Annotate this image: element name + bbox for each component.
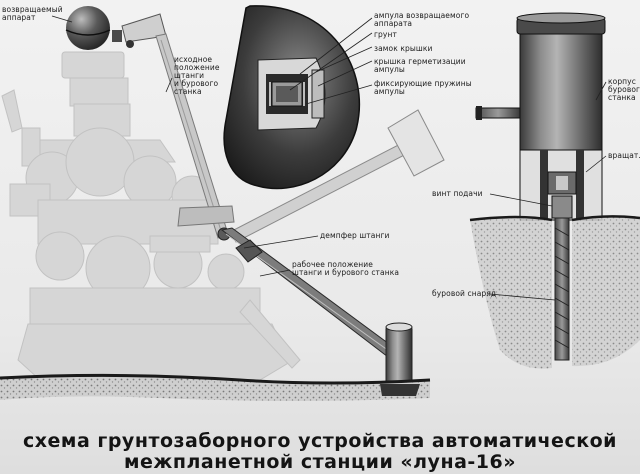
label-capsule-ampoule: ампула возвращаемого аппарата (374, 11, 470, 28)
drill-unit-drawing (475, 12, 606, 361)
label-soil: грунт (374, 30, 397, 39)
caption-line-2: межпланетной станции «луна-16» (124, 451, 516, 473)
label-housing: корпус бурового станка (608, 77, 640, 102)
caption-line-1: схема грунтозаборного устройства автомат… (23, 430, 617, 452)
label-feed-screw: винт подачи (432, 189, 483, 198)
label-cover-lock: замок крышки (374, 44, 433, 53)
capsule-cutaway (223, 5, 361, 190)
label-rod-damper: демпфер штанги (320, 231, 390, 240)
rod-working-position (217, 227, 413, 385)
label-working-position: рабочее положение штанги и бурового стан… (292, 260, 400, 277)
label-initial-position: исходное положение штанги и бурового ста… (174, 55, 220, 96)
label-sealing-cover: крышка герметизации ампулы (374, 57, 466, 74)
ground-surface (0, 373, 431, 401)
drill-arm-swing (177, 109, 445, 243)
label-fixing-springs: фиксирующие пружины ампулы (374, 79, 472, 96)
lander-silhouette (1, 51, 301, 381)
soil-cross-section (469, 215, 640, 369)
label-return-capsule: возвращаемый аппарат (2, 5, 63, 22)
label-rotation: вращат... (608, 151, 640, 160)
label-drill-bit: буровой снаряд (432, 289, 497, 298)
return-capsule-drawing (65, 6, 167, 50)
leader-lines (51, 15, 607, 301)
